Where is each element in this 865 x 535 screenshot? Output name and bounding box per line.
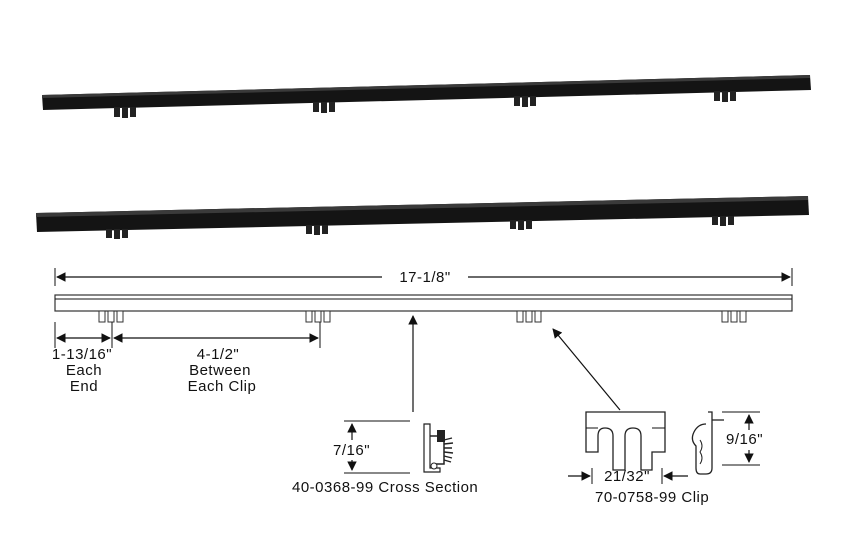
- end-spacing-note-line2: End: [70, 378, 98, 395]
- drawing-clip: [305, 310, 331, 323]
- clip-spacing-dimension: 4-1/2" Between Each Clip: [113, 322, 321, 395]
- overall-length-dimension: 17-1/8": [54, 268, 793, 286]
- clip-spacing-label: 4-1/2": [197, 346, 240, 363]
- weatherstrip-photo-upper: [42, 75, 811, 118]
- weatherstrip-photo-lower: [36, 196, 809, 239]
- overall-length-label: 17-1/8": [399, 269, 450, 286]
- cross-section-profile: [423, 423, 454, 473]
- clip-leader-arrow: [552, 328, 621, 411]
- clip-height-label: 9/16": [726, 431, 763, 448]
- cross-section-height-label: 7/16": [333, 442, 370, 459]
- clip-spacing-note-line1: Between: [189, 362, 251, 379]
- cross-section-caption: 40-0368-99 Cross Section: [292, 479, 478, 496]
- strip-clip: [510, 220, 532, 230]
- strip-clip: [313, 102, 335, 113]
- clip-detail: 9/16" 21/32" 70-0758-99 Clip: [568, 411, 776, 506]
- clip-width-label: 21/32": [604, 468, 650, 485]
- strip-clip: [514, 96, 536, 107]
- strip-clip: [306, 225, 328, 235]
- clip-front-view: [585, 411, 666, 471]
- strip-clip: [106, 229, 128, 239]
- end-spacing-dimension: 1-13/16" Each End: [52, 322, 113, 395]
- strip-clip: [114, 107, 136, 118]
- clip-caption: 70-0758-99 Clip: [595, 489, 709, 506]
- clip-side-view: [691, 411, 724, 475]
- cross-section-detail: 7/16" 40-0368-99 Cross Section: [292, 420, 478, 496]
- drawing-clip: [721, 310, 747, 323]
- strip-clip: [712, 216, 734, 226]
- drawing-clip: [516, 310, 542, 323]
- clip-spacing-note-line2: Each Clip: [188, 378, 257, 395]
- strip-line-drawing: [54, 294, 793, 323]
- strip-clip: [714, 91, 736, 102]
- end-spacing-note-line1: Each: [66, 362, 102, 379]
- drawing-clip: [98, 310, 124, 323]
- end-spacing-label: 1-13/16": [52, 346, 112, 363]
